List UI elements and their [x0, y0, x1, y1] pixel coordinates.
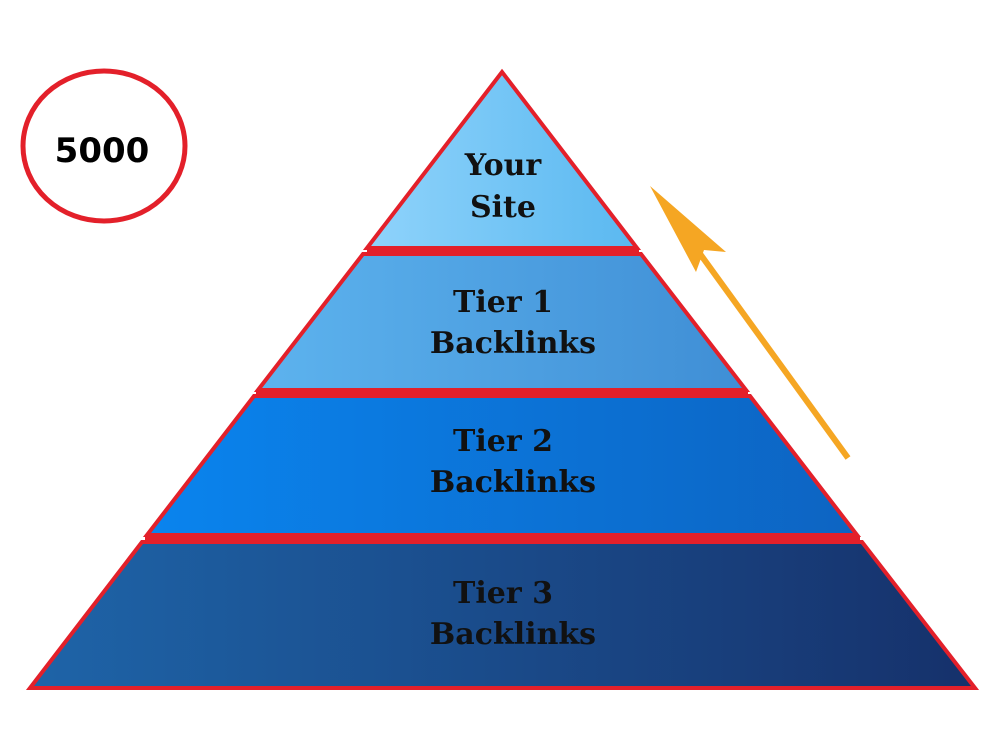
tier-label: Backlinks — [430, 617, 596, 652]
tier-label: Tier 3 — [453, 576, 553, 611]
tier-1 — [253, 252, 751, 392]
tier-3 — [25, 540, 980, 690]
tier-label: Tier 1 — [453, 285, 553, 320]
up-arrow-icon — [650, 186, 851, 460]
tier-label: Your — [464, 148, 543, 183]
tier-label: Site — [470, 190, 536, 225]
badge-value: 5000 — [55, 131, 150, 171]
tier-label: Backlinks — [430, 326, 596, 361]
badge-ring — [20, 68, 188, 224]
tier-label: Tier 2 — [453, 424, 553, 459]
tier-label: Backlinks — [430, 465, 596, 500]
